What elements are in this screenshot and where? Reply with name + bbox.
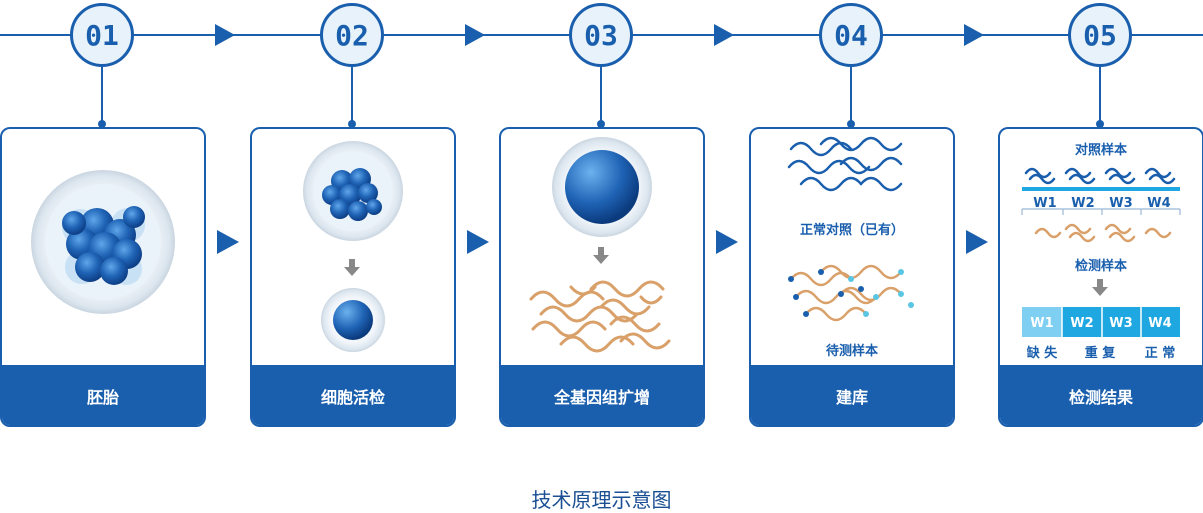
timeline-arrow-icon xyxy=(215,24,235,46)
embryo-illustration xyxy=(2,129,204,365)
connector-dot xyxy=(348,120,356,128)
step-label-1: 胚胎 xyxy=(2,365,204,425)
timeline-arrow-icon xyxy=(714,24,734,46)
window-label: W3 xyxy=(1109,196,1132,211)
step-connector xyxy=(600,67,602,125)
test-sample-title: 检测样本 xyxy=(1075,258,1127,274)
library-illustration: 正常对照（已有） 待测样本 xyxy=(751,129,953,365)
svg-text:W4: W4 xyxy=(1148,316,1171,331)
normal-control-label: 正常对照（已有） xyxy=(800,222,904,238)
window-label: W1 xyxy=(1033,196,1056,211)
result-deletion: 缺 失 xyxy=(1026,345,1059,361)
step-label-2: 细胞活检 xyxy=(252,365,454,425)
result-duplication: 重 复 xyxy=(1085,345,1117,361)
step-label-4: 建库 xyxy=(751,365,953,425)
window-label: W2 xyxy=(1071,196,1094,211)
step-number-1: 01 xyxy=(70,3,134,67)
window-label: W4 xyxy=(1147,196,1170,211)
step-card-1: 胚胎 xyxy=(0,127,206,427)
connector-dot xyxy=(597,120,605,128)
step-connector xyxy=(1099,67,1101,125)
step-label-3: 全基因组扩增 xyxy=(501,365,703,425)
connector-dot xyxy=(1096,120,1104,128)
svg-text:W1: W1 xyxy=(1030,316,1053,331)
step-card-2: 细胞活检 xyxy=(250,127,456,427)
result-illustration: 对照样本 W1 W2 W3 W4 xyxy=(1000,129,1202,365)
result-normal: 正 常 xyxy=(1145,345,1176,361)
step-number-5: 05 xyxy=(1068,3,1132,67)
flow-arrow-icon xyxy=(217,230,239,254)
svg-text:W2: W2 xyxy=(1070,316,1093,331)
step-connector xyxy=(101,67,103,125)
biopsy-illustration xyxy=(252,129,454,365)
down-arrow-icon xyxy=(349,259,355,267)
step-number-2: 02 xyxy=(320,3,384,67)
flow-arrow-icon xyxy=(716,230,738,254)
step-card-4: 正常对照（已有） 待测样本 建库 xyxy=(749,127,955,427)
timeline-arrow-icon xyxy=(465,24,485,46)
timeline-arrow-icon xyxy=(964,24,984,46)
step-number-4: 04 xyxy=(819,3,883,67)
test-sample-label: 待测样本 xyxy=(825,343,878,359)
step-label-5: 检测结果 xyxy=(1000,365,1202,425)
flow-arrow-icon xyxy=(966,230,988,254)
connector-dot xyxy=(847,120,855,128)
amplification-illustration xyxy=(501,129,703,365)
diagram-caption: 技术原理示意图 xyxy=(531,488,672,512)
control-sample-title: 对照样本 xyxy=(1075,142,1127,158)
svg-text:W3: W3 xyxy=(1109,316,1132,331)
step-card-5: 对照样本 W1 W2 W3 W4 xyxy=(998,127,1203,427)
step-connector xyxy=(351,67,353,125)
connector-dot xyxy=(98,120,106,128)
step-connector xyxy=(850,67,852,125)
step-card-3: 全基因组扩增 xyxy=(499,127,705,427)
step-number-3: 03 xyxy=(569,3,633,67)
flow-arrow-icon xyxy=(467,230,489,254)
